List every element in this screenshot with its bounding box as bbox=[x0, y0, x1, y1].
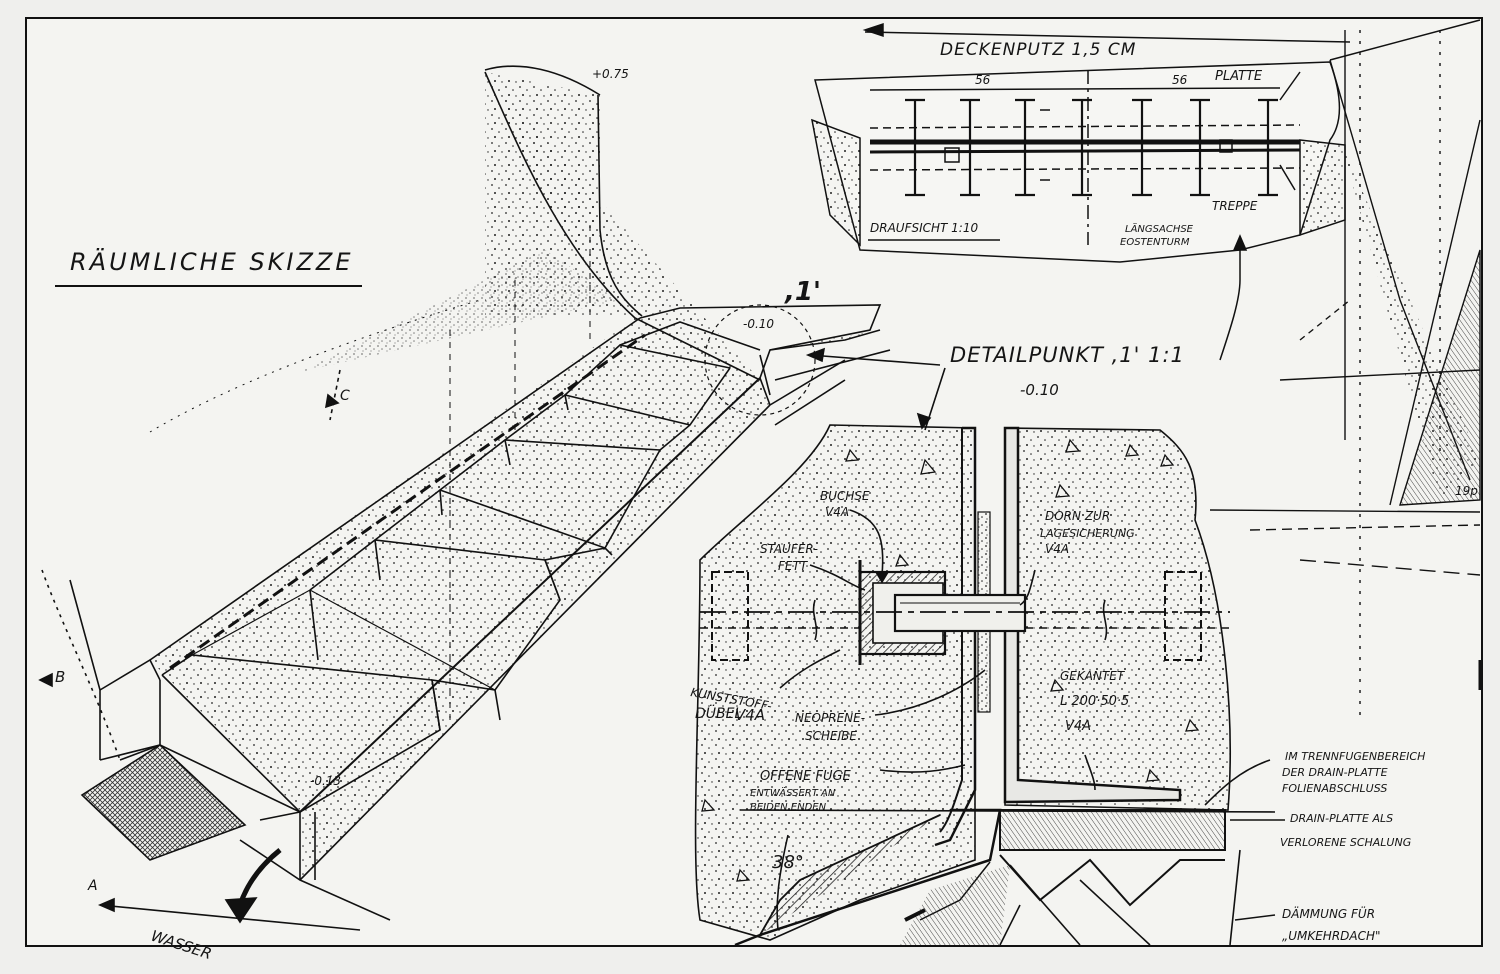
detail-mark: ,1' bbox=[784, 277, 821, 307]
edge-value: 19p bbox=[1455, 484, 1478, 498]
section-c: C bbox=[340, 388, 350, 404]
angle-3: V4A bbox=[1065, 719, 1091, 734]
bushing-2: V4A bbox=[825, 505, 849, 519]
foil-1: IM TRENNFUGENBEREICH bbox=[1285, 750, 1425, 763]
adjacent-structure bbox=[1209, 30, 1482, 720]
detail-level: -0.10 bbox=[1020, 381, 1059, 399]
top-view-label: DRAUFSICHT 1:10 bbox=[870, 221, 978, 235]
insul-1: DÄMMUNG FÜR bbox=[1282, 905, 1375, 921]
level-bottom: -0.13 bbox=[310, 774, 341, 788]
sketch-title: RÄUMLICHE SKIZZE bbox=[70, 247, 354, 276]
joint-1: OFFENE FUGE bbox=[760, 769, 852, 784]
dim-right: 56 bbox=[1172, 73, 1188, 87]
grease-2: FETT bbox=[778, 559, 809, 573]
angle-1: GEKANTET bbox=[1060, 669, 1126, 683]
angle-deg: 38° bbox=[772, 852, 804, 873]
drain-2: VERLORENE SCHALUNG bbox=[1280, 836, 1411, 849]
top-view bbox=[811, 19, 1481, 361]
section-a: A bbox=[87, 878, 98, 894]
joint-2: ENTWÄSSERT AN bbox=[750, 786, 836, 799]
insul-2: „UMKEHRDACH" bbox=[1282, 929, 1381, 943]
level-top: +0.75 bbox=[592, 67, 629, 81]
section-b: B bbox=[55, 668, 65, 686]
dowel-2: LAGESICHERUNG bbox=[1040, 527, 1135, 540]
dim-left: 56 bbox=[975, 73, 991, 87]
axis-line-2: EOSTENTURM bbox=[1120, 237, 1190, 248]
axis-line-1: LÄNGSACHSE bbox=[1125, 222, 1194, 235]
angle-2: L 200·50·5 bbox=[1060, 694, 1129, 709]
dowel-1: DORN ZUR bbox=[1045, 509, 1110, 523]
drain-1: DRAIN-PLATTE ALS bbox=[1290, 812, 1393, 825]
bushing-1: BUCHSE bbox=[820, 489, 870, 503]
detail-1 bbox=[694, 367, 1285, 947]
washer-2: SCHEIBE bbox=[805, 729, 857, 743]
plug-3: V4A bbox=[735, 706, 765, 724]
spatial-sketch bbox=[38, 65, 941, 931]
plug-2: DÜBEL bbox=[695, 704, 742, 722]
dowel-3: V4A bbox=[1045, 542, 1069, 556]
stair-label: TREPPE bbox=[1212, 199, 1258, 213]
washer-1: NEOPRENE- bbox=[795, 711, 865, 725]
detail-title: DETAILPUNKT ,1' 1:1 bbox=[950, 343, 1185, 367]
level-landing: -0.10 bbox=[743, 317, 774, 331]
foil-3: FOLIENABSCHLUSS bbox=[1282, 782, 1387, 795]
plate-label: PLATTE bbox=[1215, 69, 1263, 84]
foil-2: DER DRAIN-PLATTE bbox=[1282, 766, 1388, 779]
ceiling-plaster: DECKENPUTZ 1,5 CM bbox=[940, 40, 1136, 60]
joint-3: BEIDEN ENDEN bbox=[750, 802, 827, 813]
grease-1: STAUFER- bbox=[760, 542, 818, 556]
